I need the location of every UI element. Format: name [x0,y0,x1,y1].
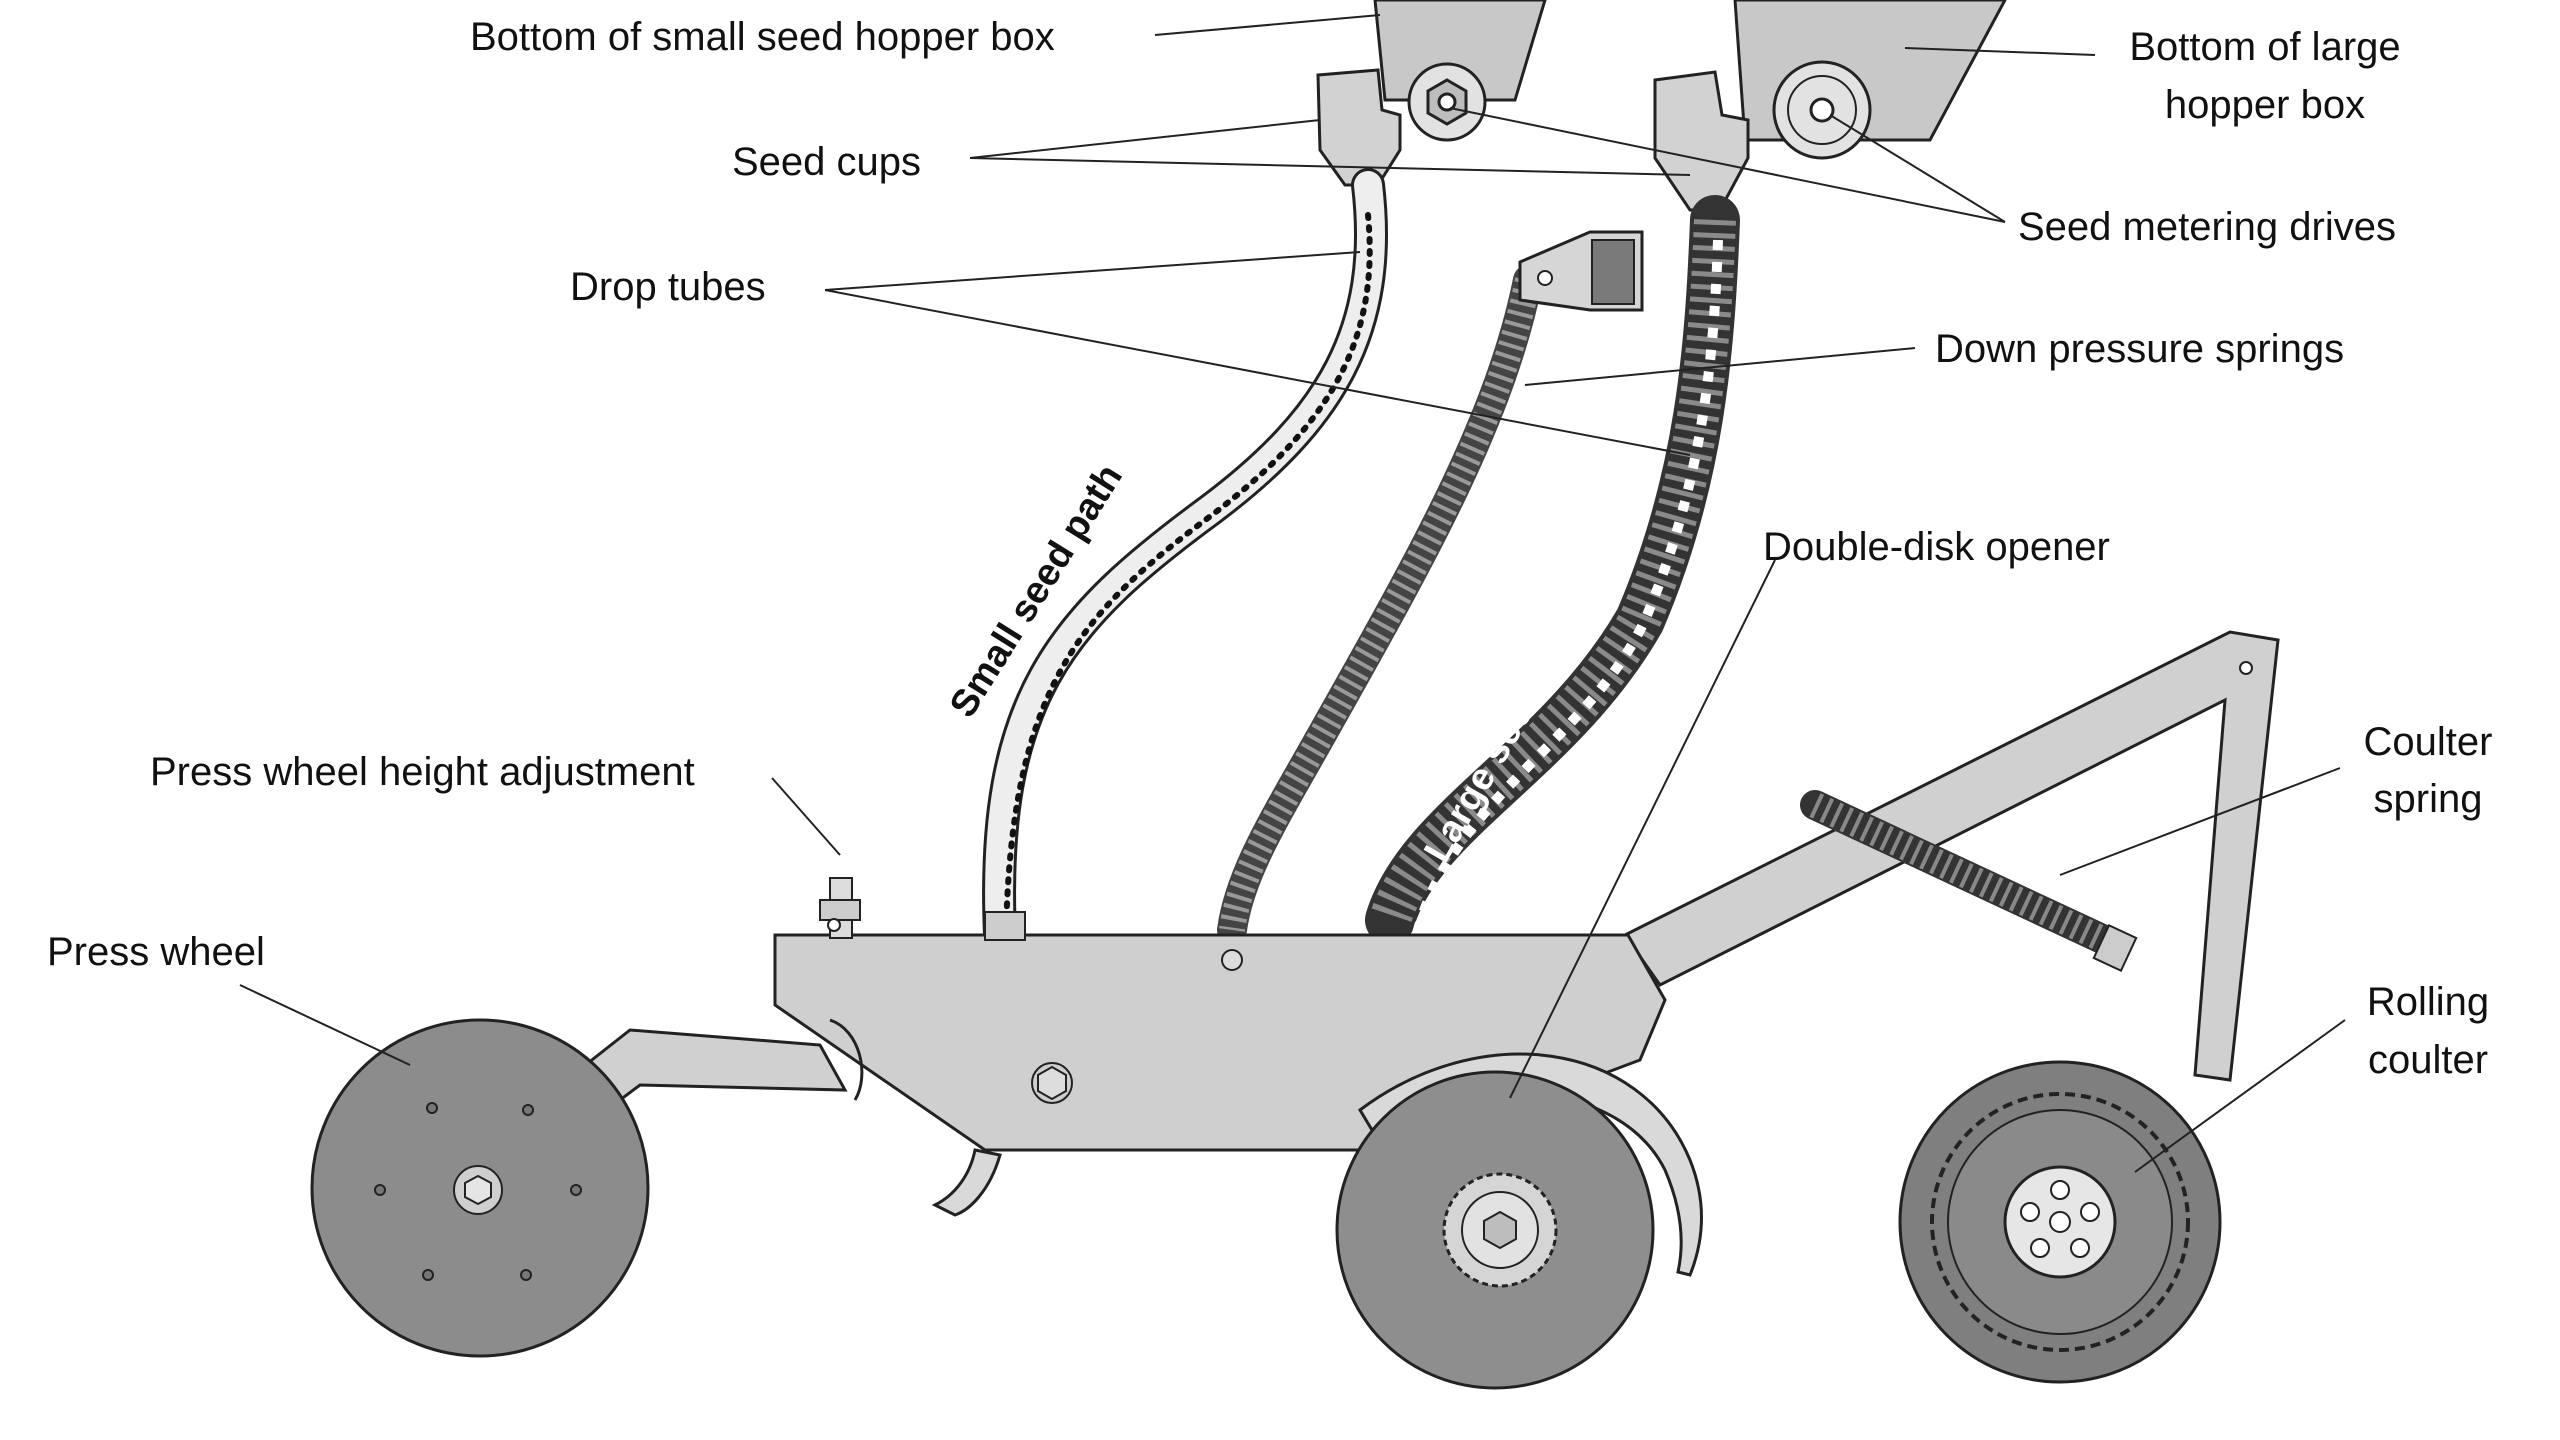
label-large-hopper-line2: hopper box [2165,83,2365,127]
large-seed-cup [1653,70,1750,212]
label-metering-drives: Seed metering drives [2018,205,2396,249]
leader-seed-cups-b [969,157,1691,176]
leader-metering-a [1449,107,2006,223]
label-double-disk-opener: Double-disk opener [1763,525,2110,569]
label-rolling-coulter-line1: Rolling [2367,980,2489,1024]
label-press-wheel: Press wheel [47,930,265,974]
leader-height-adj [771,777,841,856]
small-metering-drive [1407,62,1487,142]
label-coulter-spring-line2: spring [2374,777,2483,821]
label-large-hopper-line1: Bottom of large [2129,25,2400,69]
large-seed-path-arrow [1404,239,1723,1011]
label-small-hopper: Bottom of small seed hopper box [470,15,1055,59]
leader-large-hopper [1904,47,2096,56]
leader-drop-tubes-b [824,289,1691,456]
leader-coulter-spring [2059,767,2341,876]
label-seed-cups: Seed cups [732,140,921,184]
double-disk-opener-wheel [1335,1070,1655,1390]
leader-small-hopper [1154,14,1381,36]
tube-clamp [984,911,1026,941]
leader-press-wheel [239,984,411,1066]
leader-down-pressure [1524,347,1916,386]
large-metering-drive [1772,60,1872,160]
spring-bracket [1518,230,1644,312]
coulter-frame-arm [1622,630,2280,1082]
leader-seed-cups-a [969,119,1321,159]
rolling-coulter-wheel [1898,1060,2222,1384]
label-press-wheel-height: Press wheel height adjustment [150,750,695,794]
seed-boot [931,1148,1002,1217]
label-rolling-coulter-line2: coulter [2368,1038,2488,1082]
label-down-pressure-springs: Down pressure springs [1935,327,2344,371]
label-drop-tubes: Drop tubes [570,265,766,309]
press-wheel-height-adjustment [819,877,861,939]
press-wheel [310,1018,650,1358]
large-drop-tube [1365,195,1740,945]
leader-drop-tubes-a [824,251,1361,291]
leader-double-disk [1509,559,1776,1099]
label-coulter-spring-line1: Coulter [2364,720,2493,764]
small-seed-cup [1316,68,1402,187]
down-pressure-spring [1217,265,1543,945]
leader-rolling-coulter [2134,1019,2346,1173]
leader-metering-b [1829,114,2006,223]
small-hopper-box [1373,0,1547,102]
